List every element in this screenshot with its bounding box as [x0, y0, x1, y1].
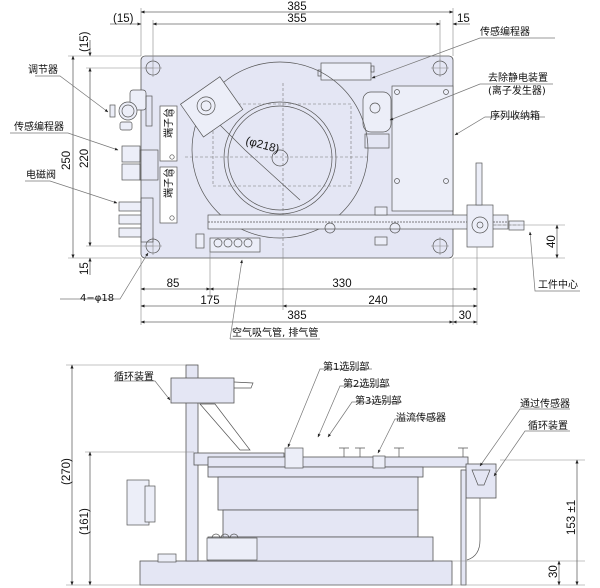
- left-dimensions: [68, 40, 153, 275]
- dim-85: 85: [167, 278, 180, 290]
- label-hole-spec: 4−φ18: [80, 293, 114, 304]
- label-workpiece-center: 工件中心: [538, 278, 578, 291]
- sequence-box: [391, 85, 454, 212]
- dim-top-offset: (15): [79, 31, 91, 52]
- pass-sensor-unit: [465, 463, 497, 499]
- feed-track: [207, 206, 509, 246]
- terminal-block-1: [159, 105, 178, 162]
- label-regulator: 调节器: [28, 64, 58, 76]
- sensor-programmer-right: [320, 62, 372, 81]
- dim-total-height: (270): [61, 458, 73, 485]
- side-body-middle: [222, 509, 419, 538]
- label-pass-sensor: 通过传感器: [520, 397, 570, 410]
- label-circulation-right: 循环装置: [528, 419, 568, 432]
- workpiece-end: [466, 162, 525, 248]
- label-sort-3: 第3选别部: [355, 394, 401, 407]
- dim-330: 330: [332, 278, 351, 290]
- bowl-outer: [191, 61, 369, 239]
- terminal-block-1-label: 端子台: [162, 108, 175, 138]
- leaders-top: [10, 37, 580, 340]
- circulation-device-left: [170, 377, 235, 404]
- bowl-feeder: [185, 61, 370, 250]
- label-sensor-programmer-left: 传感编程器: [14, 120, 64, 133]
- static-eliminator: [362, 91, 392, 133]
- label-static-eliminator-line1: 去除静电装置: [488, 71, 548, 84]
- terminal-block-2-label: 端子台: [162, 168, 175, 198]
- bottom-dimensions: [140, 240, 478, 325]
- dim-pass-height: 153 ±1: [566, 500, 578, 535]
- label-sort-2: 第2选别部: [343, 377, 389, 390]
- dim-385-bottom: 385: [287, 310, 306, 322]
- leaders-side: [114, 368, 570, 477]
- dim-bottom-offset: 15: [79, 262, 91, 275]
- workpiece: [508, 220, 525, 231]
- side-body-upper: [217, 476, 419, 511]
- dim-overall-width: 385: [287, 1, 306, 13]
- sorting-unit: [284, 447, 304, 469]
- drive-unit: [180, 76, 244, 138]
- label-solenoid-valve: 电磁阀: [26, 168, 56, 181]
- dim-30: 30: [459, 310, 472, 322]
- label-sort-1: 第1选别部: [323, 360, 369, 373]
- dim-overall-height: 250: [61, 151, 73, 170]
- overflow-sensor: [372, 455, 386, 469]
- dim-hole-pitch-height: 220: [79, 149, 91, 168]
- dim-hole-pitch-width: 355: [287, 13, 306, 25]
- track-posts: [339, 447, 468, 457]
- sensor-programmer-left: [121, 145, 159, 181]
- regulator: [109, 89, 153, 131]
- air-fittings: [195, 233, 261, 253]
- label-sequence-box: 序列收纳箱: [490, 109, 540, 122]
- solenoid-valves: [118, 197, 154, 243]
- label-air-tubes: 空气吸气管, 排气管: [232, 326, 318, 339]
- dim-workpiece-offset: 40: [546, 235, 558, 248]
- side-track: [207, 456, 469, 468]
- top-view: 385 355 (15) 15 250 220 (15) 15 85 175 3…: [10, 1, 580, 340]
- label-sensor-programmer-right: 传感编程器: [480, 25, 530, 38]
- side-dimensions: [66, 364, 585, 586]
- dim-240: 240: [368, 295, 387, 307]
- side-view: (270) (161) 153 ±1 30 循环装置 第1选别部 第2选别部 第…: [61, 360, 585, 586]
- dim-base-height: 30: [548, 565, 560, 578]
- dim-left-offset: (15): [113, 13, 134, 25]
- dim-table-height: (161): [79, 508, 91, 535]
- label-circulation-left: 循环装置: [114, 370, 154, 383]
- top-dimensions: [110, 8, 470, 60]
- side-base: [139, 560, 453, 586]
- terminal-block-2: [159, 166, 178, 224]
- label-overflow-sensor: 溢流传感器: [396, 411, 446, 424]
- label-static-eliminator-line2: (离子发生器): [488, 84, 546, 97]
- dim-175: 175: [200, 295, 219, 307]
- dim-right-offset: 15: [457, 13, 470, 25]
